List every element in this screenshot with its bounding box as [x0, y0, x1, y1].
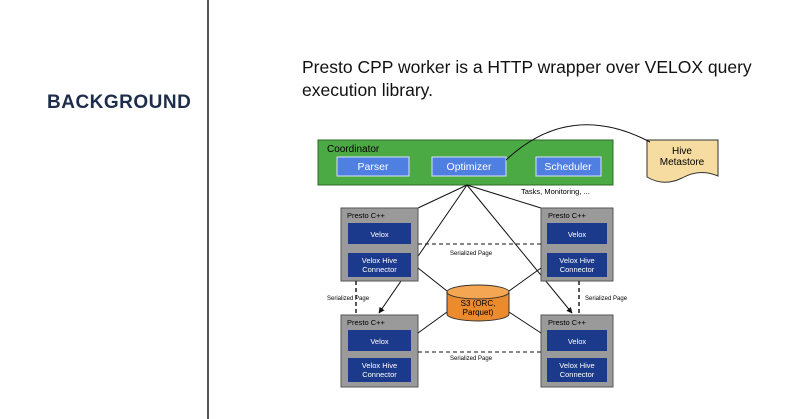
worker-title: Presto C++	[548, 318, 587, 327]
coord-link-bottom-right	[466, 184, 573, 314]
storage-cylinder: S3 (ORC, Parquet)	[446, 284, 510, 322]
velox-label: Velox	[568, 337, 587, 346]
connector-label-2: Connector	[362, 265, 397, 274]
storage-link-tr	[508, 267, 542, 292]
storage-link-br	[508, 311, 542, 334]
scheduler-module	[535, 156, 602, 177]
worker-top-left: Presto C++ Velox Velox Hive Connector	[340, 207, 419, 282]
vertical-divider	[207, 0, 209, 419]
slide-heading: Presto CPP worker is a HTTP wrapper over…	[302, 57, 752, 100]
coord-link-top-right	[466, 184, 542, 209]
velox-label: Velox	[370, 337, 389, 346]
metastore-label-2: Metastore	[660, 157, 705, 168]
coord-link-bottom-left	[378, 184, 468, 314]
storage-link-tl	[417, 267, 448, 292]
serialized-label-bottom: Serialized Page	[450, 356, 493, 362]
connector-label-1: Velox Hive	[559, 361, 594, 370]
optimizer-label: Optimizer	[447, 161, 492, 173]
parser-module	[336, 156, 410, 177]
connector-label-1: Velox Hive	[362, 361, 397, 370]
scheduler-label: Scheduler	[544, 161, 592, 173]
metastore-label-1: Hive	[672, 146, 692, 157]
worker-bottom-left: Presto C++ Velox Velox Hive Connector	[340, 314, 419, 388]
connector-label-2: Connector	[362, 370, 397, 379]
worker-bottom-right: Presto C++ Velox Velox Hive Connector	[540, 314, 614, 388]
connector-label-2: Connector	[560, 370, 595, 379]
metastore-connector	[505, 124, 651, 161]
parser-label: Parser	[358, 161, 389, 173]
connector-label-1: Velox Hive	[362, 256, 397, 265]
metastore-shape	[646, 139, 719, 183]
tasks-label: Tasks, Monitoring, ...	[521, 187, 590, 196]
serialized-label-top: Serialized Page	[450, 251, 493, 257]
worker-top-right: Presto C++ Velox Velox Hive Connector	[540, 207, 614, 282]
serialized-label-left: Serialized Page	[327, 296, 370, 302]
velox-label: Velox	[370, 230, 389, 239]
worker-title: Presto C++	[548, 211, 587, 220]
section-title: BACKGROUND	[47, 92, 192, 113]
connector-label-2: Connector	[560, 265, 595, 274]
connector-label-1: Velox Hive	[559, 256, 594, 265]
optimizer-module	[431, 156, 507, 177]
storage-label-1: S3 (ORC,	[461, 299, 496, 308]
coord-link-top-left	[417, 184, 468, 209]
worker-title: Presto C++	[347, 318, 386, 327]
velox-label: Velox	[568, 230, 587, 239]
storage-label-2: Parquet)	[463, 308, 494, 317]
coordinator-title: Coordinator	[327, 144, 380, 155]
storage-link-bl	[417, 311, 448, 334]
worker-title: Presto C++	[347, 211, 386, 220]
serialized-label-right: Serialized Page	[585, 296, 628, 302]
